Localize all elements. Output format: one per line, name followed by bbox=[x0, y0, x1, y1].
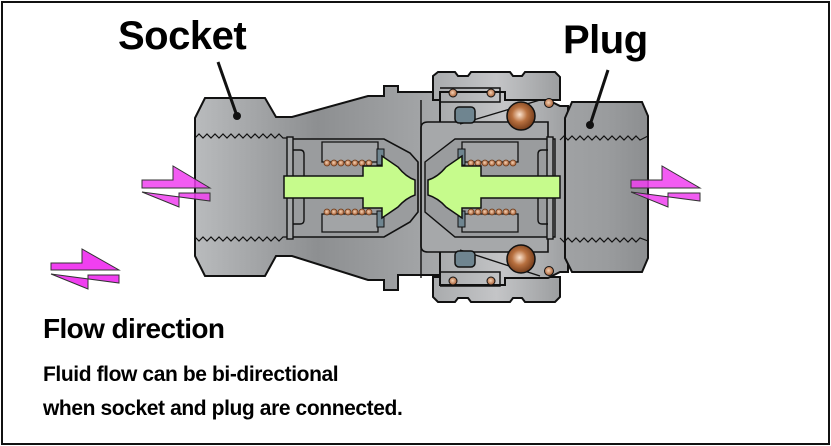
locking-balls bbox=[448, 88, 554, 286]
plug-label: Plug bbox=[563, 18, 648, 62]
socket-label: Socket bbox=[118, 14, 247, 58]
socket-leader-line bbox=[216, 61, 241, 120]
legend-title: Flow direction bbox=[43, 313, 225, 344]
legend-description-line-1: Fluid flow can be bi-directional bbox=[43, 363, 339, 386]
flow-arrows-plug-side bbox=[630, 165, 702, 208]
flow-arrows-socket-side bbox=[141, 165, 212, 208]
bidirectional-arrows-icon bbox=[50, 248, 121, 290]
legend-description-line-2: when socket and plug are connected. bbox=[43, 397, 403, 420]
valve-springs bbox=[323, 159, 517, 216]
valve-stems bbox=[283, 100, 561, 278]
legend-description: Fluid flow can be bi-directional when so… bbox=[43, 358, 403, 426]
plug-leader-line bbox=[586, 69, 610, 129]
